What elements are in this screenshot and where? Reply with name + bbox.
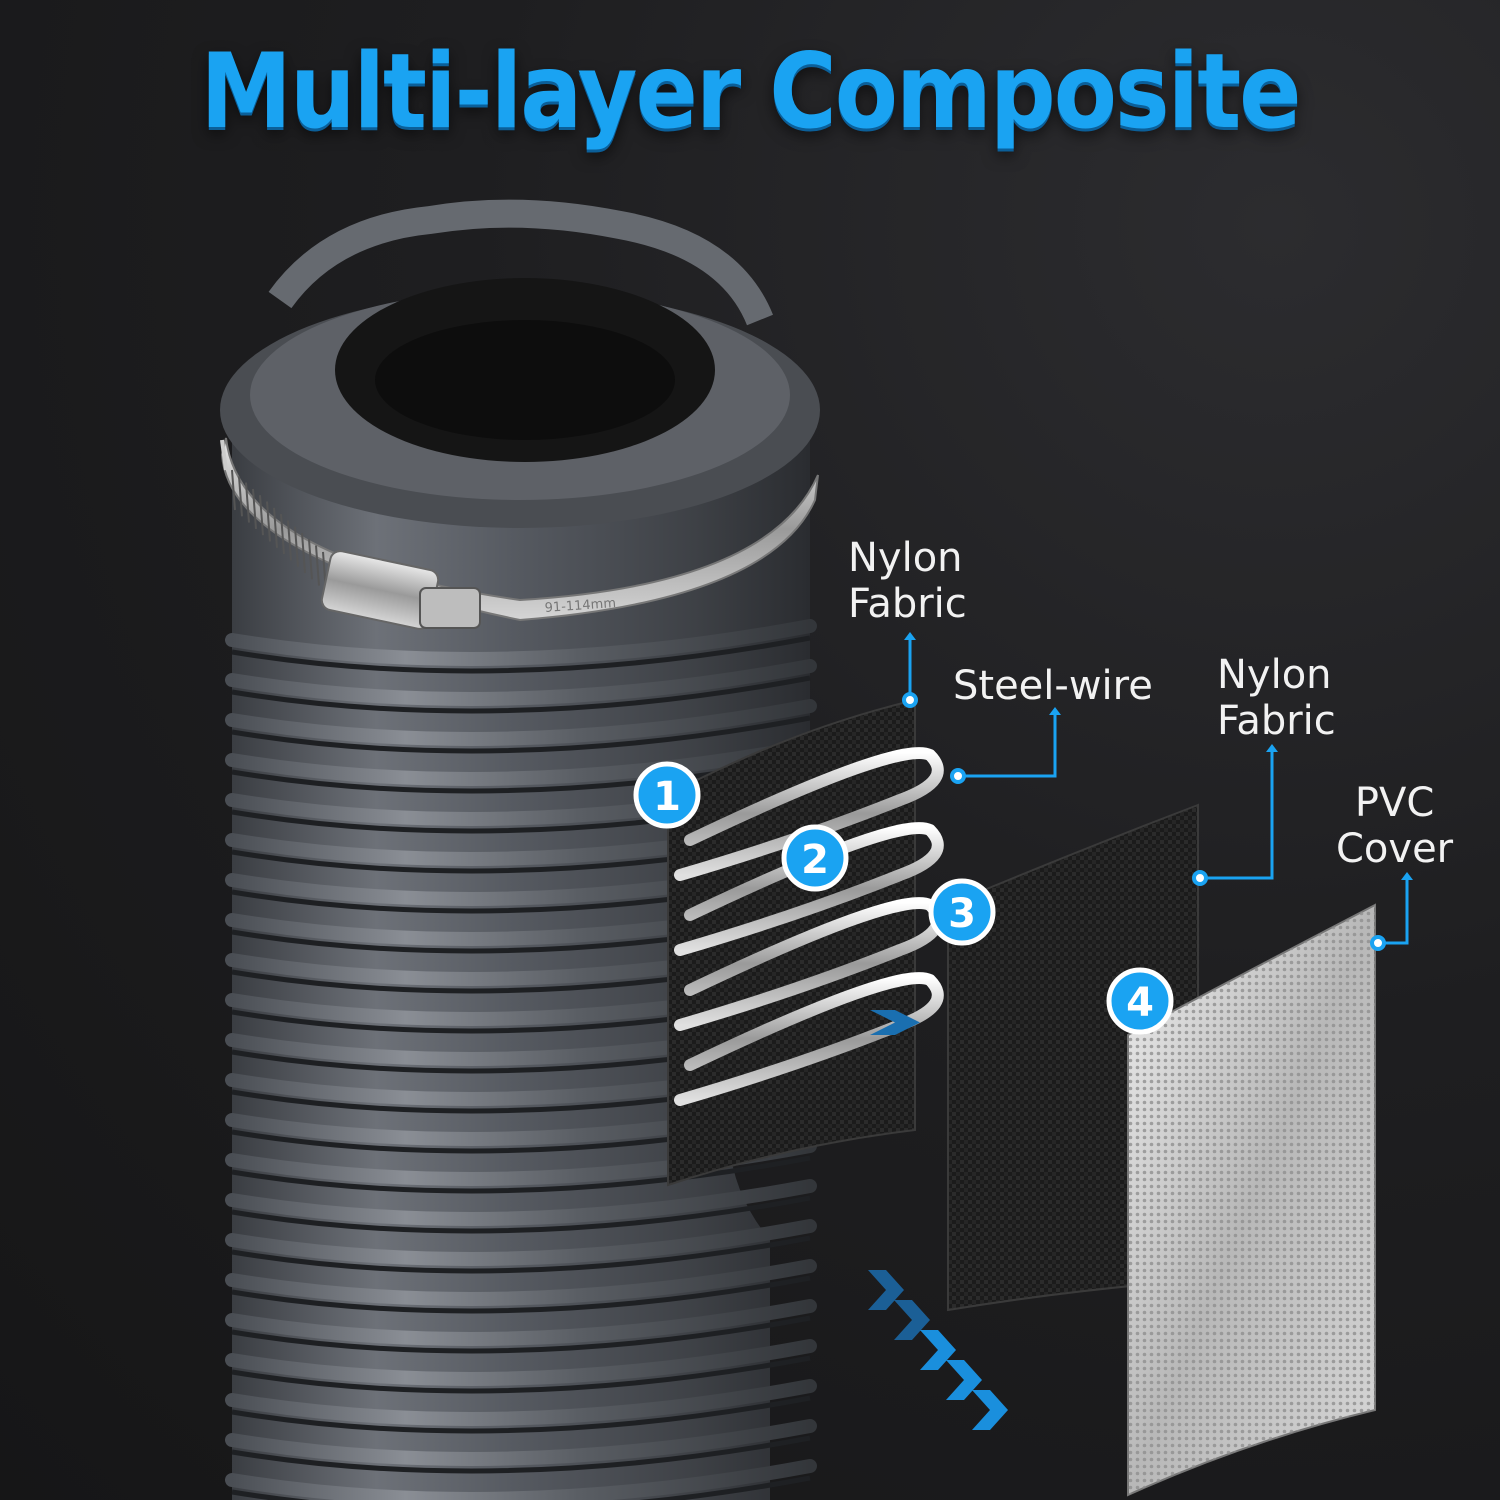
svg-text:4: 4 [1126,980,1154,1026]
svg-text:1: 1 [653,774,681,820]
badge-3: 3 [928,878,996,946]
badge-4: 4 [1106,967,1174,1035]
badge-2: 2 [781,824,849,892]
callout-arrow-tips [904,632,1413,880]
page-title: Multi-layer Composite [200,31,1301,152]
direction-arrows-icon [868,1270,1008,1430]
label-layer-2: Steel-wire [953,663,1153,709]
callout-lines [908,640,1409,945]
svg-text:2: 2 [801,837,829,883]
layer-4-pvc-cover [1127,903,1376,1497]
badge-1: 1 [633,761,701,829]
callout-dots [902,692,1386,951]
direction-chevrons-icon [870,1010,920,1035]
hose-clamp [220,437,819,630]
svg-text:3: 3 [948,891,976,937]
svg-text:91-114mm: 91-114mm [544,596,616,616]
